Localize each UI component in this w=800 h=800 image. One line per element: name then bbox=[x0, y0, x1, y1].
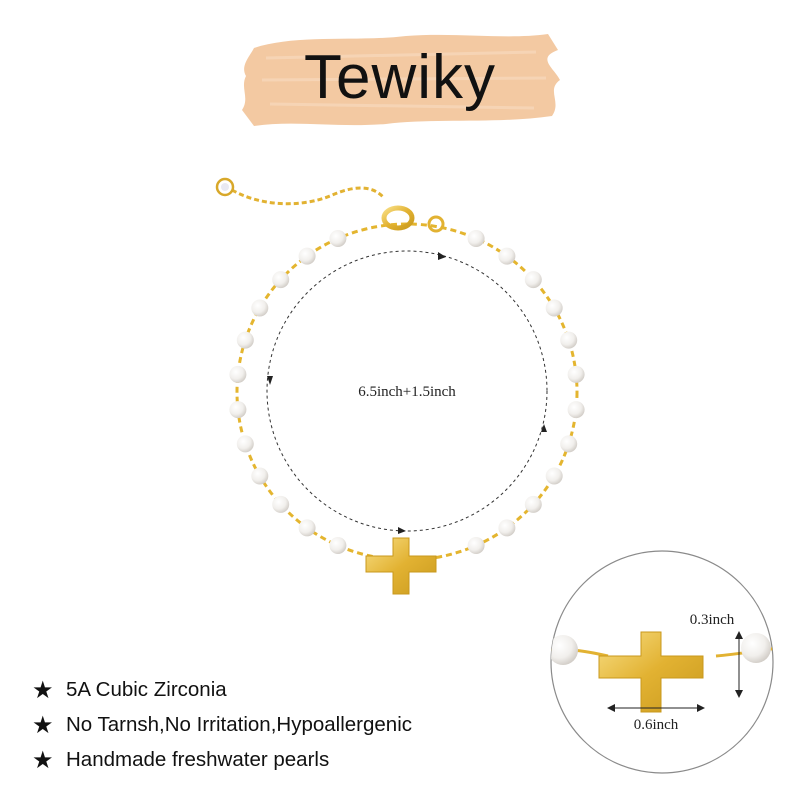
pearl-icon bbox=[298, 519, 316, 537]
pearl-icon bbox=[272, 271, 290, 289]
feature-item: ★ 5A Cubic Zirconia bbox=[32, 672, 502, 707]
pearl-icon bbox=[524, 495, 542, 513]
feature-item: ★ No Tarnsh,No Irritation,Hypoallergenic bbox=[32, 707, 502, 742]
bracelet-pearls bbox=[229, 230, 585, 554]
pearl-icon bbox=[498, 519, 516, 537]
pearl-icon bbox=[498, 247, 516, 265]
pearl-icon bbox=[272, 495, 290, 513]
charm-width-label: 0.6inch bbox=[634, 717, 679, 733]
brand-banner: Tewiky bbox=[236, 28, 564, 130]
star-icon: ★ bbox=[32, 710, 54, 739]
pearl-icon bbox=[251, 299, 269, 317]
arrow-icon bbox=[541, 424, 547, 432]
star-icon: ★ bbox=[32, 745, 54, 774]
pearl-icon bbox=[329, 230, 347, 247]
pearl-icon bbox=[567, 365, 585, 383]
arrow-icon bbox=[735, 631, 743, 639]
pearl-icon bbox=[467, 230, 485, 247]
pearl-icon bbox=[236, 331, 254, 349]
arrow-icon bbox=[438, 252, 446, 260]
pearl-icon bbox=[229, 401, 247, 419]
feature-text: No Tarnsh,No Irritation,Hypoallergenic bbox=[66, 712, 413, 736]
pearl-icon bbox=[236, 435, 254, 453]
star-icon: ★ bbox=[32, 675, 54, 704]
length-label: 6.5inch+1.5inch bbox=[358, 384, 456, 400]
detail-zoom-circle: 0.3inch 0.6inch bbox=[550, 550, 774, 774]
feature-text: 5A Cubic Zirconia bbox=[66, 677, 227, 701]
lobster-clasp bbox=[381, 205, 445, 233]
pearl-icon bbox=[741, 633, 771, 663]
brand-name: Tewiky bbox=[303, 43, 497, 112]
pearl-icon bbox=[251, 467, 269, 485]
pearl-icon bbox=[560, 331, 578, 349]
arrow-icon bbox=[267, 376, 273, 385]
arrow-icon bbox=[607, 704, 615, 712]
pearl-icon bbox=[329, 537, 347, 554]
feature-item: ★ Handmade freshwater pearls bbox=[32, 742, 502, 777]
pearl-icon bbox=[567, 401, 585, 419]
pearl-icon bbox=[229, 365, 247, 383]
feature-list: ★ 5A Cubic Zirconia ★ No Tarnsh,No Irrit… bbox=[32, 672, 502, 777]
cross-charm-detail bbox=[598, 631, 704, 713]
brush-stroke-background bbox=[242, 34, 560, 126]
cross-charm bbox=[365, 537, 437, 595]
length-indicator: 6.5inch+1.5inch bbox=[266, 250, 548, 534]
arrow-icon bbox=[697, 704, 705, 712]
pearl-icon bbox=[560, 435, 578, 453]
pearl-icon bbox=[551, 635, 578, 665]
pearl-icon bbox=[545, 299, 563, 317]
pearl-icon bbox=[467, 537, 485, 554]
arrow-icon bbox=[398, 527, 406, 534]
pearl-icon bbox=[524, 271, 542, 289]
extender-chain bbox=[215, 177, 386, 206]
feature-text: Handmade freshwater pearls bbox=[66, 747, 330, 771]
pearl-icon bbox=[298, 247, 316, 265]
pearl-icon bbox=[545, 467, 563, 485]
arrow-icon bbox=[735, 690, 743, 698]
charm-height-label: 0.3inch bbox=[690, 612, 735, 628]
